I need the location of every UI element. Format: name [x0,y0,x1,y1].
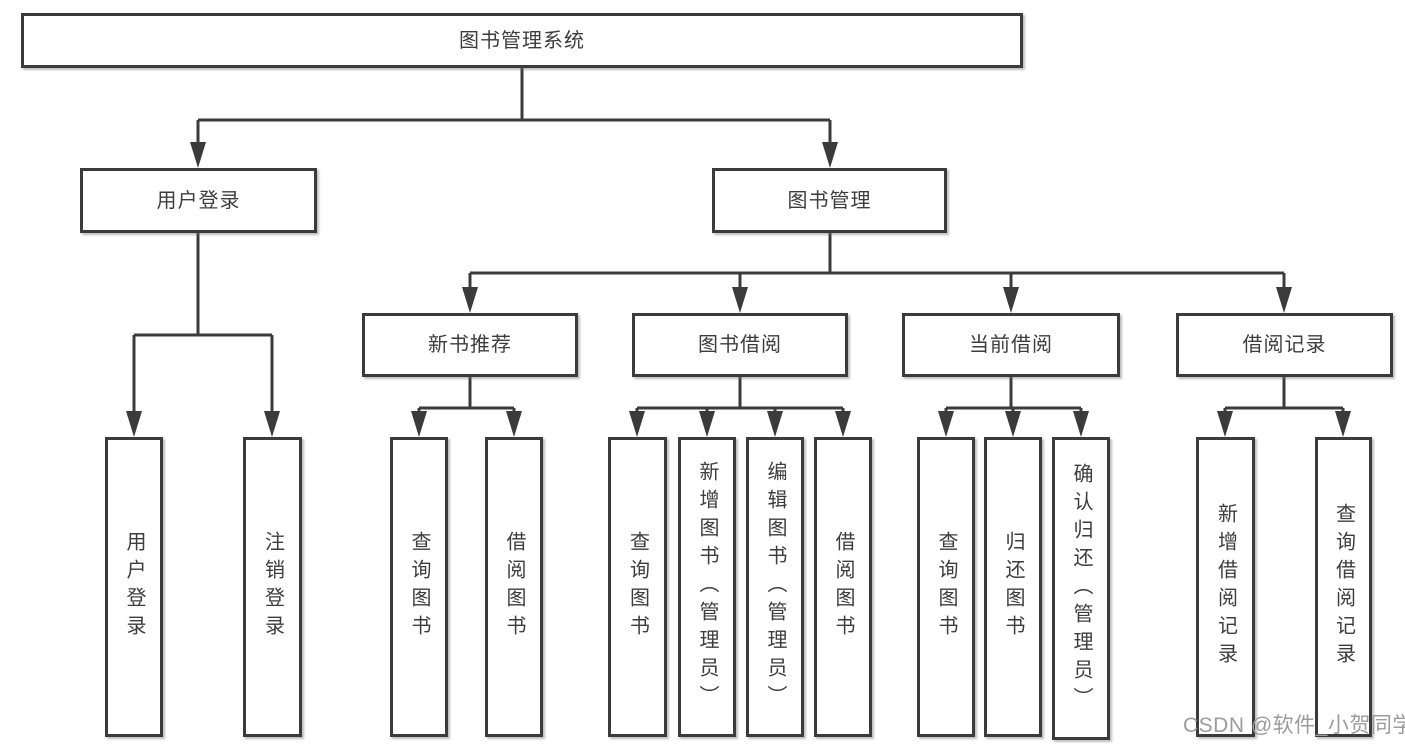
node-label: 用户登录 [156,189,241,212]
node-library-management-system: 图书管理系统 [21,13,1023,68]
leaf-add-books-admin: 新增图书（管理员） [678,437,736,737]
leaf-query-books-1: 查询图书 [390,437,448,737]
leaf-query-books-3: 查询图书 [917,437,975,737]
node-label: 借阅图书 [503,531,525,643]
leaf-confirm-return-admin: 确认归还（管理员） [1052,437,1110,740]
node-label: 图书借阅 [698,334,782,356]
leaf-return-books: 归还图书 [984,437,1042,737]
node-label: 图书管理 [787,189,872,212]
node-label: 查询图书 [408,531,430,643]
node-borrowing-records: 借阅记录 [1176,313,1393,377]
node-user-login: 用户登录 [80,168,317,233]
node-label: 新增借阅记录 [1214,503,1237,671]
watermark-text: CSDN @软件_小贺同学 [1183,714,1405,737]
node-new-book-recommend: 新书推荐 [362,313,578,377]
node-label: 查询图书 [626,531,649,643]
leaf-logout: 注销登录 [243,437,302,737]
node-label: 新增图书（管理员） [696,461,718,713]
node-label: 查询图书 [935,531,957,643]
node-label: 借阅记录 [1242,334,1327,356]
node-label: 用户登录 [123,531,145,643]
node-label: 编辑图书（管理员） [764,461,786,713]
node-label: 借阅图书 [832,531,854,643]
leaf-user-login: 用户登录 [105,437,163,737]
node-label: 确认归还（管理员） [1070,462,1092,715]
node-label: 查询借阅记录 [1332,503,1355,671]
node-book-management: 图书管理 [712,168,947,233]
leaf-edit-books-admin: 编辑图书（管理员） [746,437,804,737]
node-label: 图书管理系统 [459,29,585,52]
node-label: 新书推荐 [428,334,512,356]
leaf-borrow-books-2: 借阅图书 [814,437,872,737]
leaf-add-borrow-record: 新增借阅记录 [1196,437,1255,737]
leaf-query-borrow-record: 查询借阅记录 [1315,437,1372,737]
node-current-borrowing: 当前借阅 [902,313,1120,377]
node-book-borrowing: 图书借阅 [632,313,848,377]
node-label: 归还图书 [1002,531,1024,643]
leaf-query-books-2: 查询图书 [608,437,667,737]
node-label: 注销登录 [261,531,284,643]
node-label: 当前借阅 [969,334,1053,356]
leaf-borrow-books-1: 借阅图书 [485,437,543,737]
